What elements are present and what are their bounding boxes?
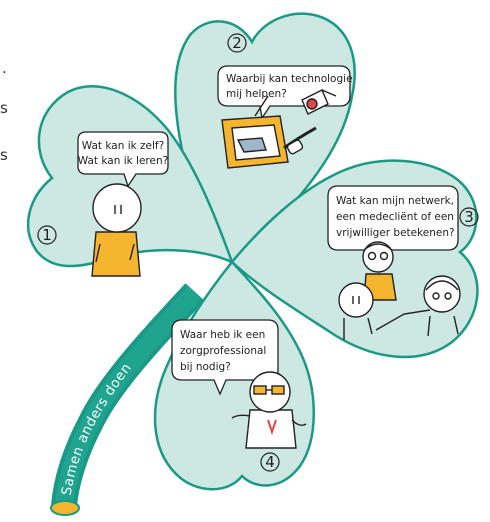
bubble-1-line-2: Wat kan ik leren?	[78, 155, 168, 167]
speech-bubble-3: Wat kan mijn netwerk, een medecliënt of …	[327, 185, 459, 264]
svg-text:.: .	[2, 59, 7, 77]
network-figures	[338, 241, 461, 340]
professional-figure	[231, 371, 307, 449]
svg-text:s: s	[0, 146, 8, 164]
cropped-text-fragments: . s s	[0, 59, 8, 164]
speech-bubble-4: Waar heb ik een zorgprofessional bij nod…	[171, 319, 279, 396]
bubble-4-line-1: Waar heb ik een	[180, 329, 265, 341]
leaf-number-2: 2	[232, 34, 242, 52]
leaf-number-3: 3	[464, 208, 474, 226]
bubble-2-line-2: mij helpen?	[226, 88, 287, 100]
bubble-4-line-2: zorgprofessional	[180, 345, 266, 357]
bubble-3-line-3: vrijwilliger betekenen?	[336, 227, 455, 239]
bubble-4-line-3: bij nodig?	[180, 361, 231, 373]
bubble-3-line-1: Wat kan mijn netwerk,	[336, 195, 454, 207]
leaf-number-1: 1	[42, 226, 52, 244]
svg-text:s: s	[0, 99, 8, 117]
person-figure-1	[91, 183, 142, 277]
bubble-1-line-1: Wat kan ik zelf?	[82, 140, 164, 152]
speech-bubble-1: Wat kan ik zelf? Wat kan ik leren?	[77, 131, 169, 188]
leaf-numbers: 1 2 3 4	[37, 33, 479, 472]
bubble-2-line-1: Waarbij kan technologie	[226, 73, 353, 85]
bubble-3-line-2: een medecliënt of een	[336, 211, 454, 223]
technology-illustration	[221, 89, 337, 169]
leaf-number-4: 4	[265, 453, 275, 471]
